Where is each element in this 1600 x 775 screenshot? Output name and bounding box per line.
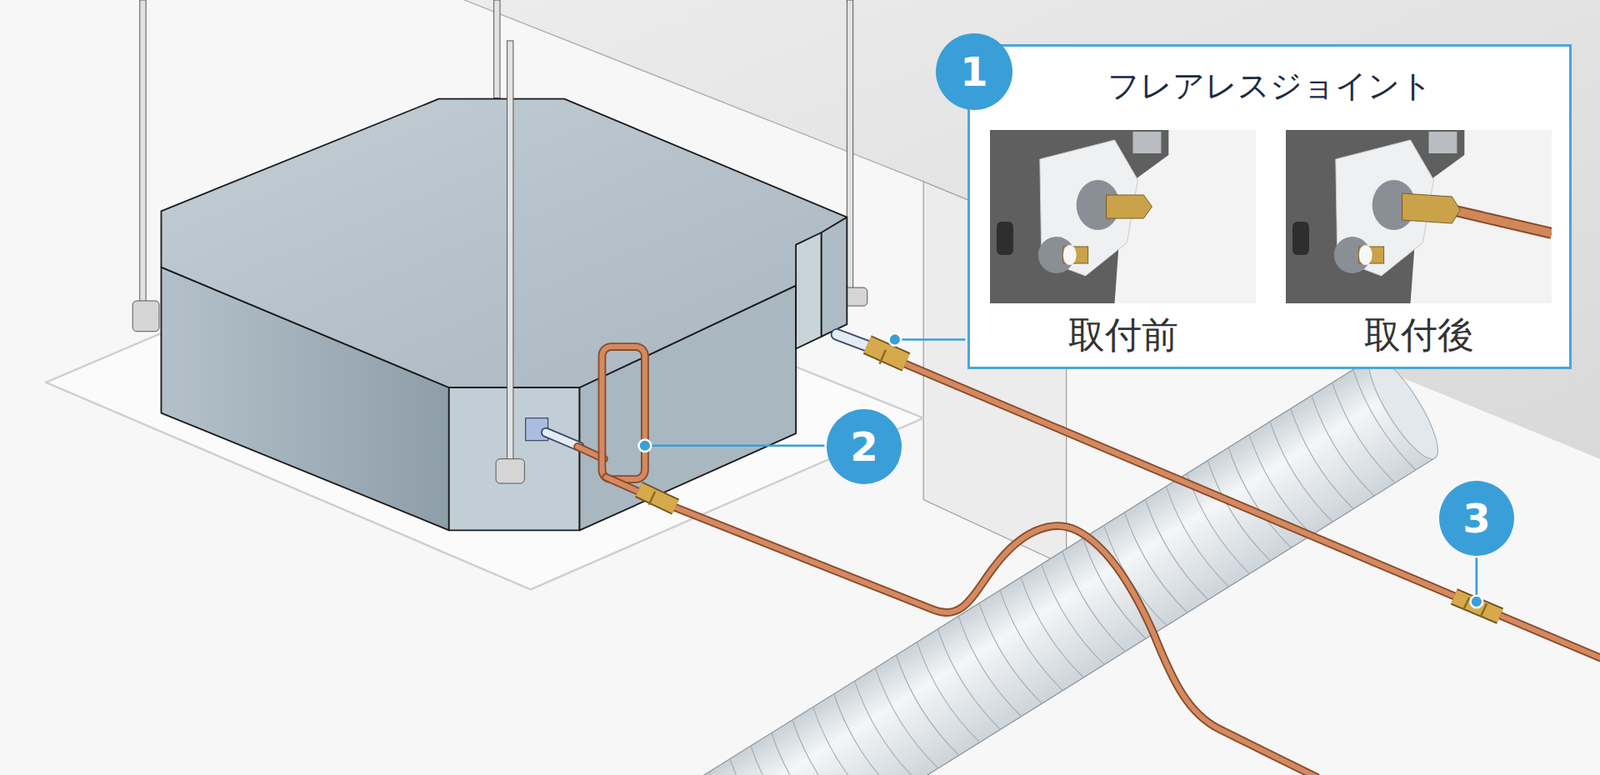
duct-ring [1000, 590, 1063, 690]
photo-panel: 取付前 [990, 130, 1256, 365]
illustration-part [673, 506, 1316, 775]
rod-bracket [495, 459, 525, 484]
duct-ring [1165, 486, 1229, 587]
illustration-part [1285, 130, 1465, 304]
duct-ring [1083, 538, 1146, 639]
callout-number: 2 [850, 426, 878, 467]
duct-ring [1145, 499, 1208, 600]
duct-ring [1270, 421, 1333, 522]
illustration-part [639, 489, 676, 507]
duct [617, 349, 1449, 775]
duct-ring [979, 603, 1042, 704]
illustration-part [895, 338, 965, 341]
photo-caption: 取付前 [990, 313, 1256, 357]
illustration-part [1359, 245, 1373, 265]
duct-rings [625, 370, 1416, 775]
illustration-part [494, 0, 500, 98]
callout-number: 1 [935, 33, 1013, 110]
duct-ring [1041, 564, 1105, 665]
illustration-part [867, 345, 907, 363]
duct-ring [1020, 577, 1084, 678]
callout-number: 2 [826, 409, 902, 485]
illustration-part [903, 363, 1600, 659]
photo-before [990, 130, 1256, 304]
copper-pipe [903, 363, 1600, 659]
illustration-part [990, 130, 1256, 304]
illustration-part [617, 357, 1435, 775]
duct-ring [895, 655, 959, 755]
callout-number: 1 [960, 51, 988, 92]
illustration-part [996, 221, 1014, 255]
illustration-part [605, 477, 643, 495]
illustration-part [132, 300, 160, 332]
illustration-part [867, 345, 907, 363]
illustration-part [1451, 210, 1552, 234]
illustration-part [880, 350, 886, 365]
callout-number: 3 [1439, 480, 1515, 556]
callout-number: 3 [1462, 498, 1490, 539]
copper-pipe [577, 346, 1317, 775]
duct-ring [1311, 395, 1375, 496]
duct-ring [875, 668, 938, 769]
illustration-part [795, 232, 822, 350]
illustration-part [605, 477, 643, 495]
duct-ring [958, 615, 1021, 716]
duct-ring [937, 629, 1000, 730]
illustration-part [846, 0, 853, 292]
illustration-part [1402, 193, 1461, 224]
photo-panel: 取付後 [1285, 130, 1552, 365]
stub [836, 334, 870, 347]
brass-joint [639, 489, 676, 507]
illustration-part [990, 130, 1169, 304]
illustration-part [889, 333, 902, 346]
illustration-part [1292, 221, 1310, 255]
duct-ring [792, 720, 855, 775]
photo-caption: 取付後 [1285, 313, 1552, 357]
hanging-rod [507, 40, 514, 470]
duct-ring [813, 706, 876, 775]
indoor-unit [160, 99, 847, 531]
illustration-part [1132, 131, 1161, 154]
callout-box: フレアレスジョイント 取付前 取付後 [967, 44, 1572, 370]
illustration-part [140, 0, 146, 306]
illustration-part [903, 363, 1600, 659]
illustration-part [1470, 595, 1483, 609]
photo-after [1285, 130, 1552, 304]
duct-ring [916, 641, 980, 742]
leader-lines [639, 333, 1484, 608]
illustration-part [601, 346, 645, 480]
illustration-part [1428, 131, 1457, 154]
illustration-part [160, 99, 847, 388]
duct-ring [771, 732, 835, 775]
illustration-part [821, 217, 848, 337]
duct-ring [834, 694, 897, 775]
illustration-part [645, 444, 825, 447]
illustration-part [601, 346, 645, 480]
duct-ring [1104, 525, 1167, 625]
illustration-part [1063, 245, 1077, 265]
duct-ring [1228, 447, 1291, 548]
illustration-part [649, 491, 655, 505]
illustration-part [639, 439, 652, 452]
illustration-part [449, 387, 580, 530]
illustration-part [673, 506, 1316, 775]
illustration-part [1463, 597, 1470, 610]
duct-ring [1290, 408, 1354, 509]
illustration-part [639, 489, 676, 507]
brass-joint [867, 345, 1500, 618]
illustration-part [1106, 195, 1153, 219]
callout-heading: フレアレスジョイント [970, 66, 1570, 105]
illustration-part [1285, 130, 1552, 304]
stub-outline [836, 334, 870, 347]
illustration-part [1451, 210, 1552, 234]
